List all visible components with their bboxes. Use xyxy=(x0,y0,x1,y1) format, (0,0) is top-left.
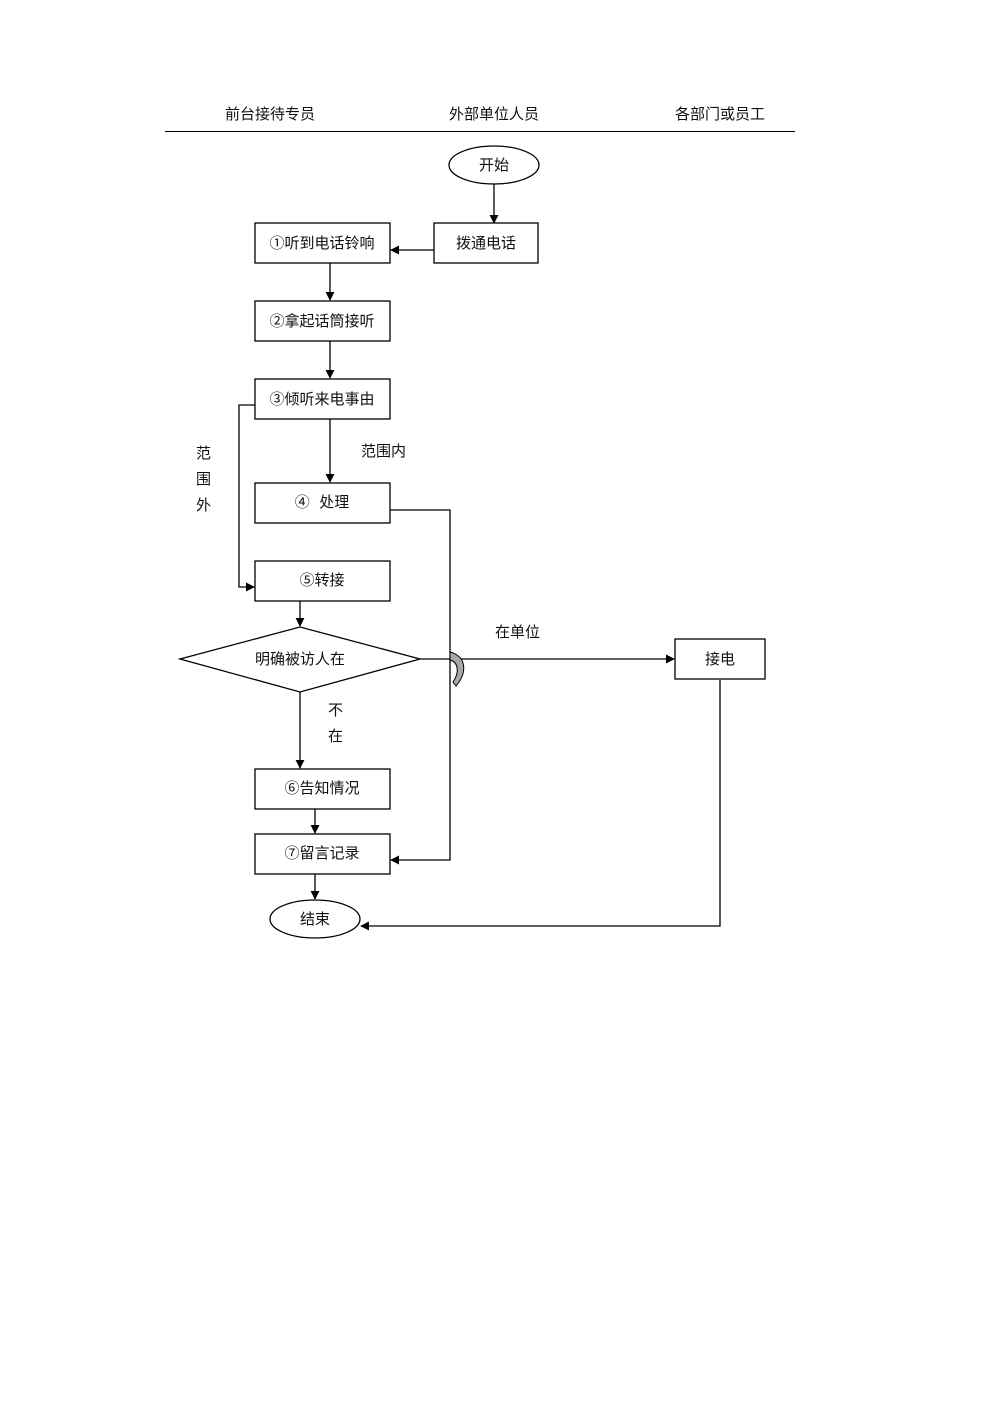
step4-label: ④ 处理 xyxy=(295,493,350,511)
step5-label: ⑤转接 xyxy=(299,571,344,589)
out-scope-char-3: 外 xyxy=(196,496,211,514)
edge-labels: 范围内 范 围 外 在单位 不 在 xyxy=(196,442,540,745)
absent-char-2: 在 xyxy=(328,727,343,745)
decision-label: 明确被访人在 xyxy=(255,650,345,668)
start-terminal xyxy=(448,145,540,185)
lane-header-departments: 各部门或员工 xyxy=(674,105,766,123)
connectors xyxy=(238,184,721,931)
lane-header-front-desk: 前台接待专员 xyxy=(224,105,316,123)
step2-label: ②拿起话筒接听 xyxy=(269,312,374,330)
out-scope-char-2: 围 xyxy=(196,470,211,488)
edge-step3-to-step5-out-of-scope xyxy=(238,404,255,592)
present-label: 在单位 xyxy=(495,623,540,641)
lane-divider-line xyxy=(165,131,795,132)
edge-answer-to-end xyxy=(360,680,721,931)
start-label: 开始 xyxy=(479,156,509,174)
edge-step4-to-step7 xyxy=(390,509,451,865)
answer-label: 接电 xyxy=(705,650,735,668)
line-crossing-jump-icon xyxy=(449,651,465,687)
answer-box xyxy=(674,638,766,680)
in-scope-label: 范围内 xyxy=(361,442,406,460)
step4-box xyxy=(254,482,391,524)
step1-label: ①听到电话铃响 xyxy=(269,234,374,252)
step3-label: ③倾听来电事由 xyxy=(269,390,374,408)
step7-box xyxy=(254,833,391,875)
dial-label: 拨通电话 xyxy=(456,234,516,252)
step3-box xyxy=(254,378,391,420)
step2-box xyxy=(254,300,391,342)
step7-label: ⑦留言记录 xyxy=(284,844,359,862)
step6-label: ⑥告知情况 xyxy=(284,779,359,797)
dial-box xyxy=(433,222,539,264)
step1-box xyxy=(254,222,391,264)
step5-box xyxy=(254,560,391,602)
end-terminal xyxy=(269,899,361,939)
nodes: 开始 拨通电话 ①听到电话铃响 ②拿起话筒接听 ③倾听来电事由 ④ 处理 ⑤转接… xyxy=(177,145,766,939)
decision-diamond xyxy=(177,626,423,693)
absent-char-1: 不 xyxy=(328,701,343,719)
lane-header-external: 外部单位人员 xyxy=(448,105,540,123)
end-label: 结束 xyxy=(300,910,330,928)
out-scope-char-1: 范 xyxy=(196,444,211,462)
step6-box xyxy=(254,768,391,810)
